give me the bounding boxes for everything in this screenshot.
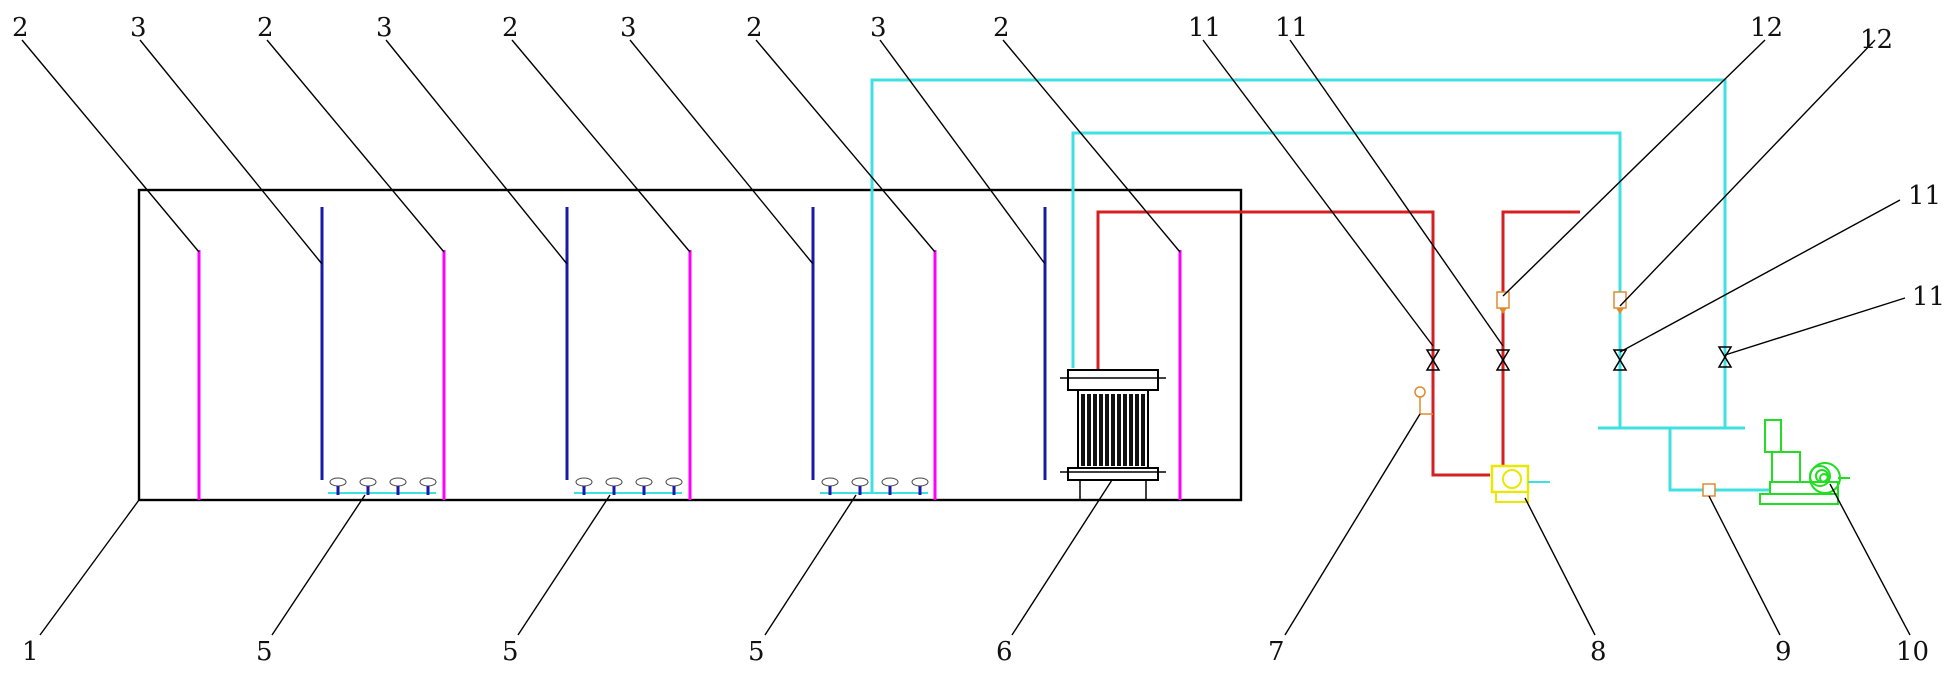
aerator-head — [419, 477, 437, 495]
callout-labels: 2 3 2 3 2 3 2 3 2 11 11 12 12 11 11 1 5 … — [12, 13, 1945, 667]
label-11: 11 — [1908, 181, 1941, 211]
hx-fin — [1141, 394, 1145, 466]
hx-fin — [1111, 394, 1115, 466]
downflow-baffles — [320, 207, 1047, 480]
valve-11-d — [1717, 346, 1733, 368]
label-5: 5 — [502, 637, 519, 667]
hx-fin — [1123, 394, 1127, 466]
label-3: 3 — [376, 13, 393, 43]
label-3: 3 — [130, 13, 147, 43]
label-12: 12 — [1860, 25, 1893, 55]
label-11: 11 — [1188, 13, 1221, 43]
hx-fin — [1129, 394, 1133, 466]
heat-exchanger — [1060, 369, 1166, 500]
aerator-head — [359, 477, 377, 495]
cold-pump-unit — [1745, 419, 1850, 505]
aerator-group-c — [820, 477, 929, 495]
aerator-head — [881, 477, 899, 495]
label-9: 9 — [1775, 637, 1792, 667]
hot-piping — [1096, 210, 1580, 477]
hx-fin — [1117, 394, 1121, 466]
label-2: 2 — [993, 13, 1010, 43]
valve-11-c — [1612, 349, 1628, 371]
hot-pipe-supply — [1501, 210, 1580, 465]
label-5: 5 — [256, 637, 273, 667]
label-7: 7 — [1268, 637, 1285, 667]
heat-exchanger-fins — [1081, 394, 1145, 466]
label-2: 2 — [502, 13, 519, 43]
aerator-group-a — [328, 477, 437, 495]
aerator-head — [851, 477, 869, 495]
label-8: 8 — [1590, 637, 1607, 667]
valve-11-a — [1425, 349, 1441, 371]
label-6: 6 — [996, 637, 1013, 667]
aerator-head — [575, 477, 593, 495]
upflow-baffles — [197, 250, 1182, 500]
cold-piping — [870, 78, 1770, 493]
thermometer-7 — [1414, 386, 1433, 415]
gauge-12-b — [1613, 291, 1627, 314]
valve-11-b — [1495, 349, 1511, 371]
label-11: 11 — [1912, 282, 1945, 312]
aerator-head — [821, 477, 839, 495]
cold-pipe-outer — [870, 78, 1727, 493]
label-3: 3 — [620, 13, 637, 43]
label-2: 2 — [257, 13, 274, 43]
label-2: 2 — [746, 13, 763, 43]
leader-lines — [21, 39, 1911, 636]
flow-meter-9 — [1702, 483, 1716, 497]
hot-water-pump — [1490, 464, 1550, 503]
aerator-group-b — [574, 477, 683, 495]
hx-fin — [1087, 394, 1091, 466]
gauges — [1414, 291, 1627, 415]
cold-pump-line — [1668, 428, 1770, 492]
hot-pipe-return — [1096, 210, 1490, 477]
aerator-head — [635, 477, 653, 495]
aerator-head — [665, 477, 683, 495]
label-2: 2 — [12, 13, 29, 43]
aerator-head — [389, 477, 407, 495]
label-12: 12 — [1750, 13, 1783, 43]
valves — [1425, 346, 1733, 371]
label-5: 5 — [748, 637, 765, 667]
label-11: 11 — [1275, 13, 1308, 43]
aerator-head — [911, 477, 929, 495]
hx-fin — [1105, 394, 1109, 466]
hx-fin — [1135, 394, 1139, 466]
hx-fin — [1093, 394, 1097, 466]
cold-pipe-inner — [1071, 131, 1622, 428]
aerator-head — [329, 477, 347, 495]
label-10: 10 — [1896, 637, 1929, 667]
hx-fin — [1099, 394, 1103, 466]
label-1: 1 — [22, 637, 39, 667]
label-3: 3 — [870, 13, 887, 43]
hx-fin — [1081, 394, 1085, 466]
aerator-head — [605, 477, 623, 495]
gauge-12-a — [1496, 291, 1510, 314]
